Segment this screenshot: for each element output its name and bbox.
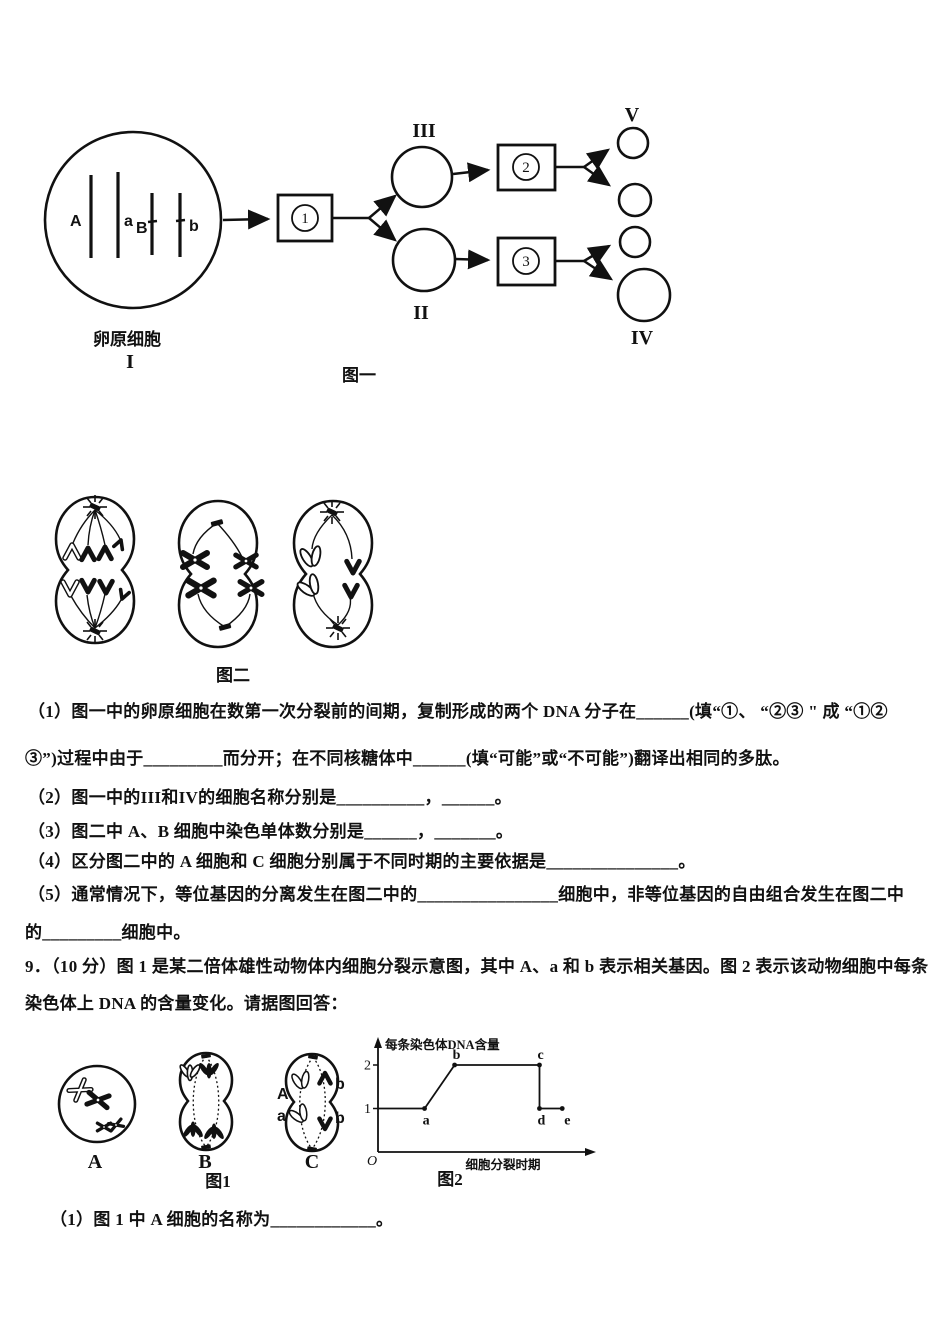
svg-text:b: b: [453, 1048, 461, 1063]
small-cell-1: [617, 182, 653, 218]
figure-two-cell-A: [54, 494, 136, 645]
process-box-1: 1: [276, 193, 334, 243]
chart-y-label: 每条染色体DNA含量: [385, 1037, 500, 1052]
question-1-line1: （1）图一中的卵原细胞在数第一次分裂前的间期，复制形成的两个 DNA 分子在__…: [28, 702, 888, 721]
oogonium-label: 卵原细胞: [93, 329, 161, 349]
q9-geneC-b1: b: [335, 1076, 345, 1093]
question-4: （4）区分图二中的 A 细胞和 C 细胞分别属于不同时期的主要依据是______…: [28, 852, 696, 871]
question-5-line2: 的_________细胞中。: [25, 923, 191, 942]
svg-text:e: e: [564, 1114, 570, 1129]
question9-figure1: A B A a b b: [57, 1051, 345, 1191]
q9-cell-B: [177, 1051, 234, 1152]
gene-label-b: b: [189, 218, 199, 235]
cell-III: [390, 145, 454, 209]
oogonium-cell: A a B b: [43, 130, 223, 310]
question-3: （3）图二中 A、B 细胞中染色单体数分别是______，_______。: [28, 822, 514, 841]
q9-cell-A-label: A: [88, 1151, 103, 1173]
question-9-intro-line2: 染色体上 DNA 的含量变化。请据图回答：: [25, 994, 348, 1013]
figure-two-cell-B: [177, 499, 262, 649]
numeral-IV: IV: [631, 327, 654, 349]
question-5-line1: （5）通常情况下，等位基因的分离发生在图二中的________________细…: [28, 885, 905, 904]
numeral-V: V: [625, 104, 640, 126]
figure-two-caption: 图二: [216, 666, 250, 685]
dna-content-chart: 每条染色体DNA含量 细胞分裂时期 O a b c d e 1 2 图2: [364, 1037, 596, 1189]
gene-label-A: A: [70, 213, 82, 230]
question-9-intro-line1: 9．（10 分）图 1 是某二倍体雄性动物体内细胞分裂示意图，其中 A、a 和 …: [25, 957, 929, 976]
q9-cell-A: [57, 1064, 137, 1144]
egg-cell-IV: [616, 267, 672, 323]
q9-geneC-A: A: [277, 1086, 289, 1103]
numeral-III: III: [412, 120, 436, 142]
chart-x-label: 细胞分裂时期: [465, 1157, 540, 1172]
svg-text:2: 2: [522, 160, 530, 176]
numeral-I: I: [126, 351, 134, 373]
q9-cell-B-label: B: [198, 1151, 211, 1173]
gene-label-a: a: [124, 213, 133, 230]
q9-geneC-a: a: [277, 1108, 286, 1125]
y-axis-arrow: [374, 1037, 382, 1048]
process-box-3: 3: [496, 236, 557, 287]
figure-one-diagram: A a B b 卵原细胞 I 1 III II 2: [43, 104, 672, 385]
polar-body-V: [616, 126, 650, 160]
figure-two-cell-C: [292, 499, 374, 649]
small-cell-2: [618, 225, 652, 259]
svg-text:a: a: [423, 1114, 430, 1129]
origin-label: O: [367, 1154, 377, 1169]
svg-text:2: 2: [364, 1059, 371, 1074]
svg-text:1: 1: [301, 211, 309, 227]
svg-text:3: 3: [522, 254, 530, 270]
q9-figure2-caption: 图2: [437, 1170, 463, 1189]
svg-text:1: 1: [364, 1102, 371, 1117]
question-9-sub1: （1）图 1 中 A 细胞的名称为____________。: [50, 1210, 394, 1229]
question-1-line2: ③”)过程中由于_________而分开；在不同核糖体中______(填“可能”…: [25, 749, 790, 768]
q9-figure1-caption: 图1: [205, 1172, 231, 1191]
question-2: （2）图一中的III和IV的细胞名称分别是__________，______。: [28, 788, 512, 807]
q9-cell-C: A a b b: [277, 1052, 345, 1153]
chromosomes: [89, 172, 186, 258]
gene-label-B: B: [136, 220, 148, 237]
q9-geneC-b2: b: [335, 1110, 345, 1127]
chart-plot-area: a b c d e 1 2: [364, 1048, 570, 1129]
q9-cell-C-label: C: [305, 1151, 319, 1173]
cell-II: [391, 227, 457, 293]
svg-text:c: c: [537, 1048, 543, 1063]
numeral-II: II: [413, 302, 429, 324]
svg-text:d: d: [537, 1114, 545, 1129]
figure-two-diagram: 图二: [54, 494, 374, 685]
figure-one-caption: 图一: [342, 366, 376, 385]
x-axis-arrow: [585, 1148, 596, 1156]
process-box-2: 2: [496, 143, 557, 192]
